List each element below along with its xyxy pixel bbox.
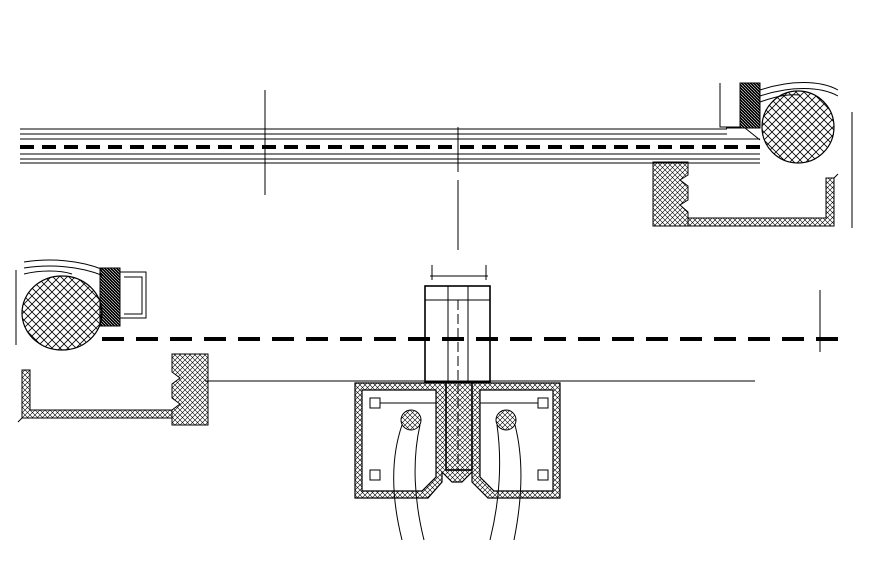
sealant-block-upper	[719, 82, 761, 141]
backer-rod-left	[15, 259, 105, 351]
reference-lines-upper	[264, 90, 853, 250]
cable-left	[393, 409, 425, 541]
setting-block-upper	[652, 161, 689, 227]
glass-pane-lower-dashed	[102, 298, 840, 352]
backer-rod-upper-right	[759, 82, 839, 164]
sealant-block-left	[99, 267, 147, 327]
glass-pane-upper	[20, 128, 760, 164]
angle-bracket-upper	[687, 173, 839, 227]
aluminum-profile	[354, 382, 561, 499]
setting-block-left	[171, 353, 209, 426]
angle-bracket-left	[17, 369, 173, 423]
cable-right	[489, 409, 522, 541]
